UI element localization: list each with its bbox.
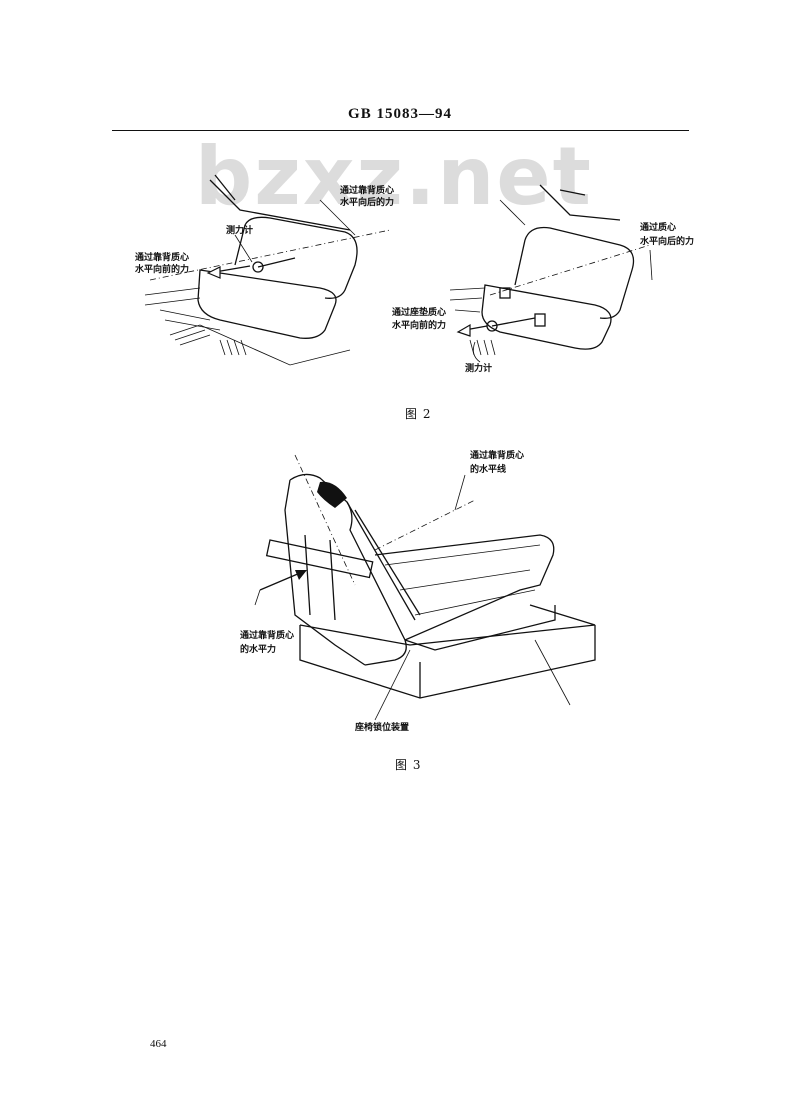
cushion-lines — [384, 544, 541, 616]
standard-code: GB 15083—94 — [348, 106, 452, 122]
seatback-outline — [289, 473, 407, 666]
gauge-rod — [257, 257, 296, 268]
label-force-front-line1: 通过靠背质心 — [135, 251, 189, 263]
figure2-left-drawing: 通过靠背质心 水平向后的力 测力计 通过靠背质心 水平向前的力 — [135, 174, 394, 366]
figure2-right-drawing: 通过质心 水平向后的力 通过座垫质心 水平向前的力 测力计 — [392, 184, 694, 374]
clamp-left — [499, 287, 511, 299]
force-front-arrow-shaft — [214, 265, 251, 273]
label-force-back-line2: 水平向后的力 — [340, 196, 394, 208]
rail-grille — [469, 339, 496, 356]
figure2-caption: 图 2 — [405, 407, 432, 421]
seatback-outline — [244, 216, 358, 299]
watermark: bzxz.net — [195, 130, 593, 223]
floor-lines — [144, 287, 221, 331]
force-front-arrowhead — [206, 266, 221, 279]
car-pillar-line — [214, 174, 236, 201]
label-force-back-line1: 通过靠背质心 — [340, 184, 394, 196]
base-block — [299, 625, 596, 699]
label-gauge: 测力计 — [465, 362, 492, 374]
vertical-ref-line — [294, 454, 356, 586]
floor-edge — [199, 324, 351, 366]
seatback-left-edge — [514, 239, 526, 286]
seat-cushion-outline — [481, 284, 612, 350]
car-pillar-line — [499, 199, 526, 226]
label-horizontal-line-2: 的水平线 — [470, 463, 506, 475]
car-window-line — [559, 189, 586, 196]
headrest-dark — [317, 481, 347, 508]
label-force-back-line2: 水平向后的力 — [640, 235, 694, 247]
label-horizontal-force-2: 的水平力 — [240, 643, 276, 655]
seatback-outline — [524, 226, 635, 319]
floor-lines — [449, 287, 486, 313]
gauge-circle — [252, 261, 264, 273]
load-bar — [265, 539, 374, 579]
force-arrow-shaft — [259, 572, 301, 591]
page-number: 464 — [150, 1038, 167, 1050]
force-arrowhead — [295, 570, 307, 580]
gauge-leader — [472, 341, 481, 363]
label-horizontal-line-1: 通过靠背质心 — [470, 449, 524, 461]
label-force-back-line1: 通过质心 — [640, 221, 676, 233]
seatback-left-edge — [234, 224, 246, 266]
clamp-right — [534, 313, 546, 327]
center-of-mass-line — [149, 229, 391, 281]
horizontal-line-leader — [454, 474, 466, 511]
force-front-arrowhead — [456, 323, 471, 337]
car-roof-line — [209, 179, 351, 231]
seatback-front-edge — [284, 479, 366, 666]
figure3-drawing: 通过靠背质心 的水平线 通过靠背质心 的水平力 座椅锁位装置 — [240, 449, 596, 733]
cushion-top — [374, 534, 555, 641]
base-top — [299, 604, 596, 646]
label-force-front-line2: 水平向前的力 — [392, 319, 446, 331]
rail-grille — [219, 339, 247, 356]
backrest-frame — [346, 501, 416, 621]
gauge-rod — [491, 317, 536, 327]
base-leader — [534, 639, 571, 706]
label-device: 座椅锁位装置 — [354, 721, 409, 733]
header-rule — [112, 130, 689, 131]
seat-cushion-outline — [197, 269, 337, 339]
force-back-leader — [649, 249, 653, 281]
floor-grille — [169, 324, 211, 346]
force-leader — [254, 589, 261, 606]
label-force-front-line1: 通过座垫质心 — [392, 306, 446, 318]
force-back-leader — [319, 199, 356, 236]
label-horizontal-force-1: 通过靠背质心 — [240, 629, 294, 641]
label-gauge: 测力计 — [226, 224, 253, 236]
center-of-mass-line — [489, 244, 651, 296]
gauge-leader — [234, 234, 253, 263]
figure3-caption: 图 3 — [395, 758, 422, 772]
horizontal-line — [374, 499, 476, 551]
device-leader — [374, 649, 411, 721]
backrest-frame-inner — [354, 509, 421, 616]
load-bar-supports — [304, 534, 336, 621]
label-force-front-line2: 水平向前的力 — [135, 263, 189, 275]
car-roof-line — [539, 184, 621, 221]
